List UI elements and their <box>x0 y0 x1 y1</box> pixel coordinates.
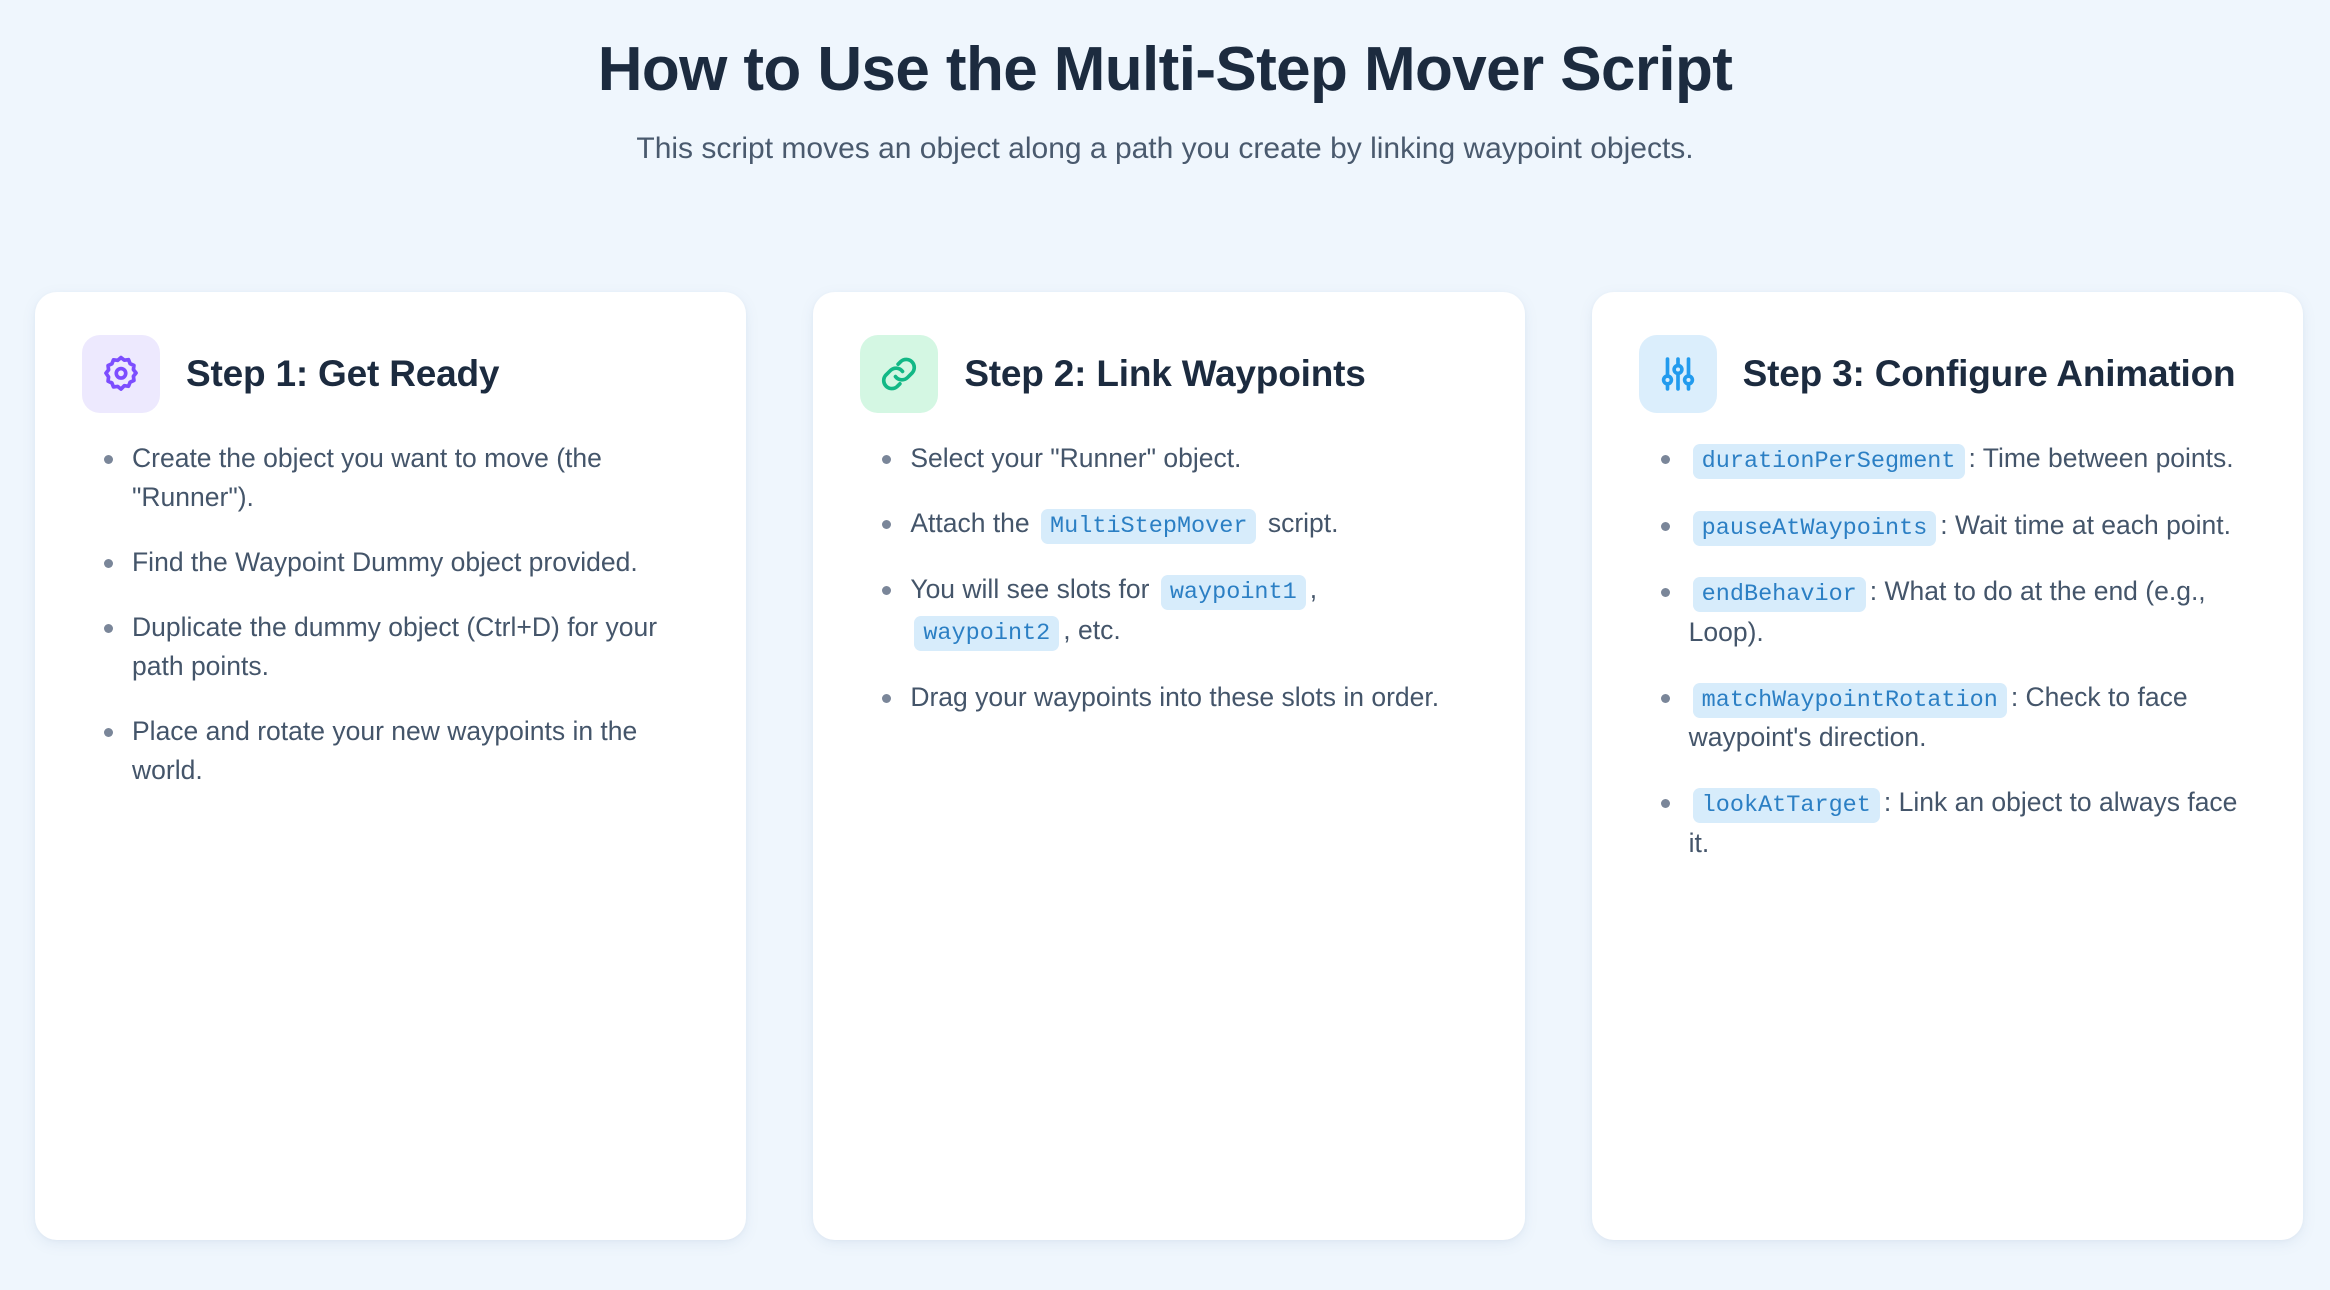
list-item: Create the object you want to move (the … <box>82 439 699 517</box>
code-chip: lookAtTarget <box>1692 788 1880 824</box>
list-item-text: Create the object you want to move (the … <box>132 443 602 512</box>
step-card-list: Create the object you want to move (the … <box>82 439 699 790</box>
page-header: How to Use the Multi-Step Mover Script T… <box>0 0 2330 168</box>
list-item-text: , etc. <box>1063 615 1121 646</box>
list-item-text: : What to do at the end (e.g., Loop). <box>1688 576 2206 647</box>
list-item-text: Place and rotate your new waypoints in t… <box>132 715 638 785</box>
step-card-header: Step 2: Link Waypoints <box>860 335 1477 413</box>
list-item: Attach the MultiStepMover script. <box>860 504 1477 545</box>
list-item-text: : Link an object to always face it. <box>1688 787 2238 858</box>
list-item-text: Duplicate the dummy object (Ctrl+D) for … <box>132 611 658 681</box>
list-item: Duplicate the dummy object (Ctrl+D) for … <box>82 608 699 686</box>
step-card-header: Step 1: Get Ready <box>82 335 699 413</box>
list-item: durationPerSegment: Time between points. <box>1639 439 2256 480</box>
step-card-list: Select your "Runner" object. Attach the M… <box>860 439 1477 717</box>
code-chip: durationPerSegment <box>1692 444 1965 479</box>
list-item: Select your "Runner" object. <box>860 439 1477 478</box>
step-card-list: durationPerSegment: Time between points.… <box>1639 439 2256 863</box>
page-subtitle: This script moves an object along a path… <box>636 131 1694 165</box>
list-item: matchWaypointRotation: Check to face way… <box>1639 678 2256 757</box>
gear-icon <box>82 335 160 413</box>
list-item-text: Find the Waypoint Dummy object provided. <box>132 546 638 577</box>
code-chip: endBehavior <box>1692 577 1866 613</box>
page-title: How to Use the Multi-Step Mover Script <box>597 35 1733 104</box>
list-item: endBehavior: What to do at the end (e.g.… <box>1639 572 2256 651</box>
link-icon <box>860 335 939 413</box>
list-item-text: : Wait time at each point. <box>1940 509 2231 540</box>
list-item: Find the Waypoint Dummy object provided. <box>82 543 699 582</box>
list-item-text: : Time between points. <box>1968 443 2234 473</box>
list-item-text: Drag your waypoints into these slots in … <box>910 681 1440 712</box>
list-item: You will see slots for waypoint1, waypoi… <box>860 570 1477 652</box>
step-card-title: Step 3: Configure Animation <box>1742 353 2236 395</box>
list-item-text: , <box>1309 574 1318 605</box>
list-item: Drag your waypoints into these slots in … <box>860 678 1477 717</box>
step-card-header: Step 3: Configure Animation <box>1638 335 2256 413</box>
code-chip: waypoint2 <box>914 616 1060 652</box>
step-card-title: Step 2: Link Waypoints <box>964 353 1366 395</box>
list-item-text: Attach the <box>910 507 1038 538</box>
code-chip: MultiStepMover <box>1041 508 1257 544</box>
list-item: Place and rotate your new waypoints in t… <box>82 712 699 790</box>
list-item-text: script. <box>1260 507 1339 538</box>
step-card-title: Step 1: Get Ready <box>186 353 500 395</box>
list-item-text: Select your "Runner" object. <box>910 443 1242 473</box>
code-chip: pauseAtWaypoints <box>1692 510 1937 546</box>
sliders-icon <box>1638 335 1717 413</box>
list-item: pauseAtWaypoints: Wait time at each poin… <box>1639 506 2256 547</box>
step-card: Step 3: Configure Animation durationPerSe… <box>1591 292 2303 1240</box>
code-chip: waypoint1 <box>1160 575 1306 611</box>
list-item: lookAtTarget: Link an object to always f… <box>1639 783 2256 862</box>
list-item-text: : Check to face waypoint's direction. <box>1688 681 2188 753</box>
list-item-text: You will see slots for <box>910 574 1157 605</box>
code-chip: matchWaypointRotation <box>1692 682 2007 718</box>
